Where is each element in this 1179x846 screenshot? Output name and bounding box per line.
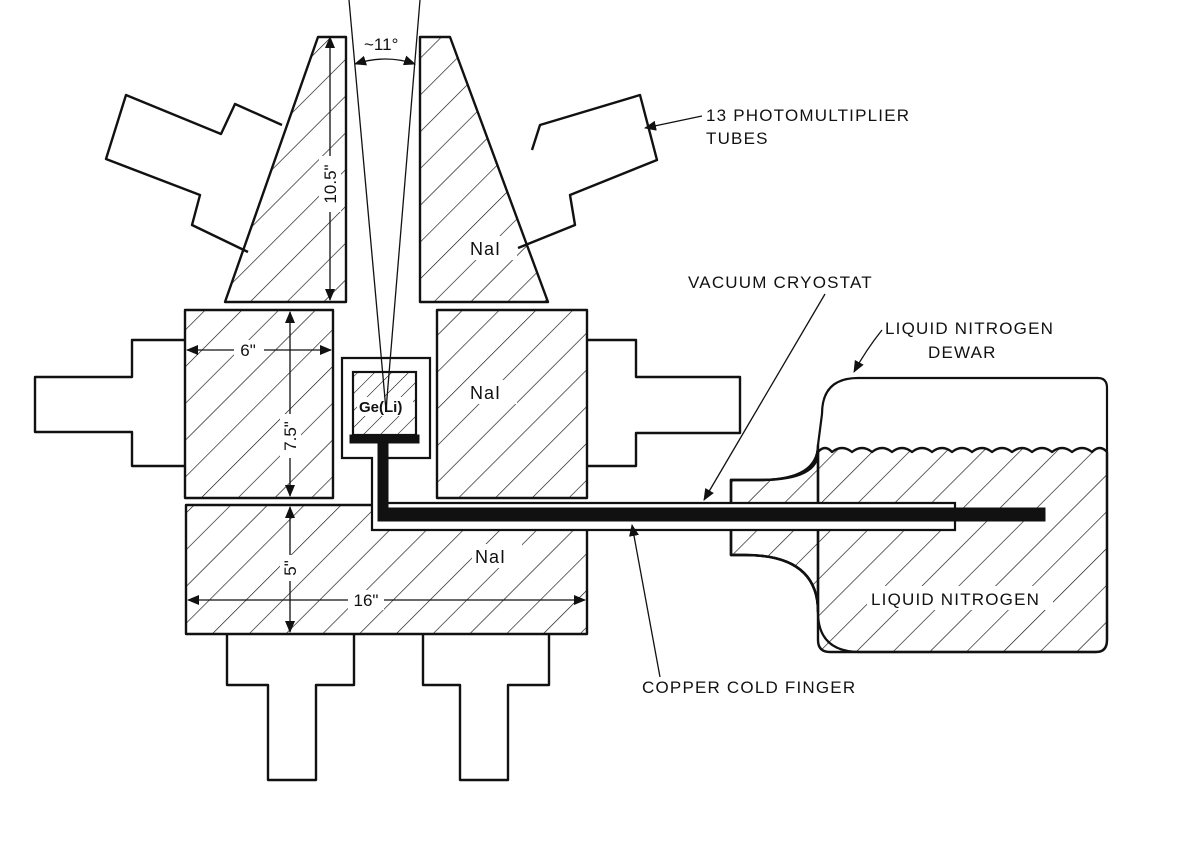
copper-cold-finger xyxy=(349,434,1046,522)
nai-top-label-bg xyxy=(467,236,517,260)
dim-base-height-text: 5" xyxy=(281,560,300,576)
detector-label: Ge(Li) xyxy=(359,399,402,416)
pmt-left xyxy=(33,338,185,468)
dim-base-width-text: 16" xyxy=(354,591,379,610)
nai-bottom-label: NaI xyxy=(475,547,506,567)
nai-bottom-label-bg xyxy=(472,544,522,568)
pmt-bottom-right xyxy=(421,634,551,782)
dim-side-height-text: 7.5" xyxy=(281,421,300,451)
dim-gap-baseh xyxy=(280,555,301,581)
leader-copper xyxy=(629,524,661,678)
angle-arc xyxy=(354,55,416,66)
dewar-label-line1: LIQUID NITROGEN xyxy=(885,319,1054,338)
leader-dewar xyxy=(853,329,883,373)
detector-label-bg xyxy=(357,397,413,416)
nai-cone-right xyxy=(418,35,550,304)
nai-middle-label: NaI xyxy=(470,383,501,403)
dim-gap-cone xyxy=(319,156,341,212)
leader-cryostat xyxy=(703,293,826,501)
vacuum-cryostat-label: VACUUM CRYOSTAT xyxy=(688,273,873,292)
liquid-nitrogen-label: LIQUID NITROGEN xyxy=(871,590,1040,609)
pmt-right xyxy=(587,338,742,468)
dewar-neck xyxy=(729,450,820,614)
nai-cone-left xyxy=(223,35,348,304)
pmt-top-right xyxy=(517,93,659,250)
nai-middle-label-bg xyxy=(467,380,517,404)
dim-cone-height-text: 10.5" xyxy=(321,164,340,203)
nai-side-left xyxy=(183,308,335,500)
copper-cold-finger-label: COPPER COLD FINGER xyxy=(642,678,856,697)
angle-line-left xyxy=(348,0,387,411)
dim-gap-sideh xyxy=(280,414,301,458)
dim-side-width-text: 6" xyxy=(240,341,256,360)
angle-line-right xyxy=(385,0,421,411)
leader-pmt xyxy=(644,115,703,131)
dewar-label-line2: DEWAR xyxy=(928,343,997,362)
pmt-top-left xyxy=(104,93,283,254)
dim-gap-basew xyxy=(348,590,384,610)
pmt-label-line2: TUBES xyxy=(706,129,769,148)
pmt-label-line1: 13 PHOTOMULTIPLIER xyxy=(706,106,910,125)
liquid-nitrogen-label-bg xyxy=(867,586,1053,610)
nai-top-label: NaI xyxy=(470,239,501,259)
pmt-bottom-left xyxy=(225,634,356,782)
dim-angle-text: ~11° xyxy=(364,35,398,54)
liquid-nitrogen xyxy=(816,446,1109,654)
dim-gap-width xyxy=(234,340,264,360)
